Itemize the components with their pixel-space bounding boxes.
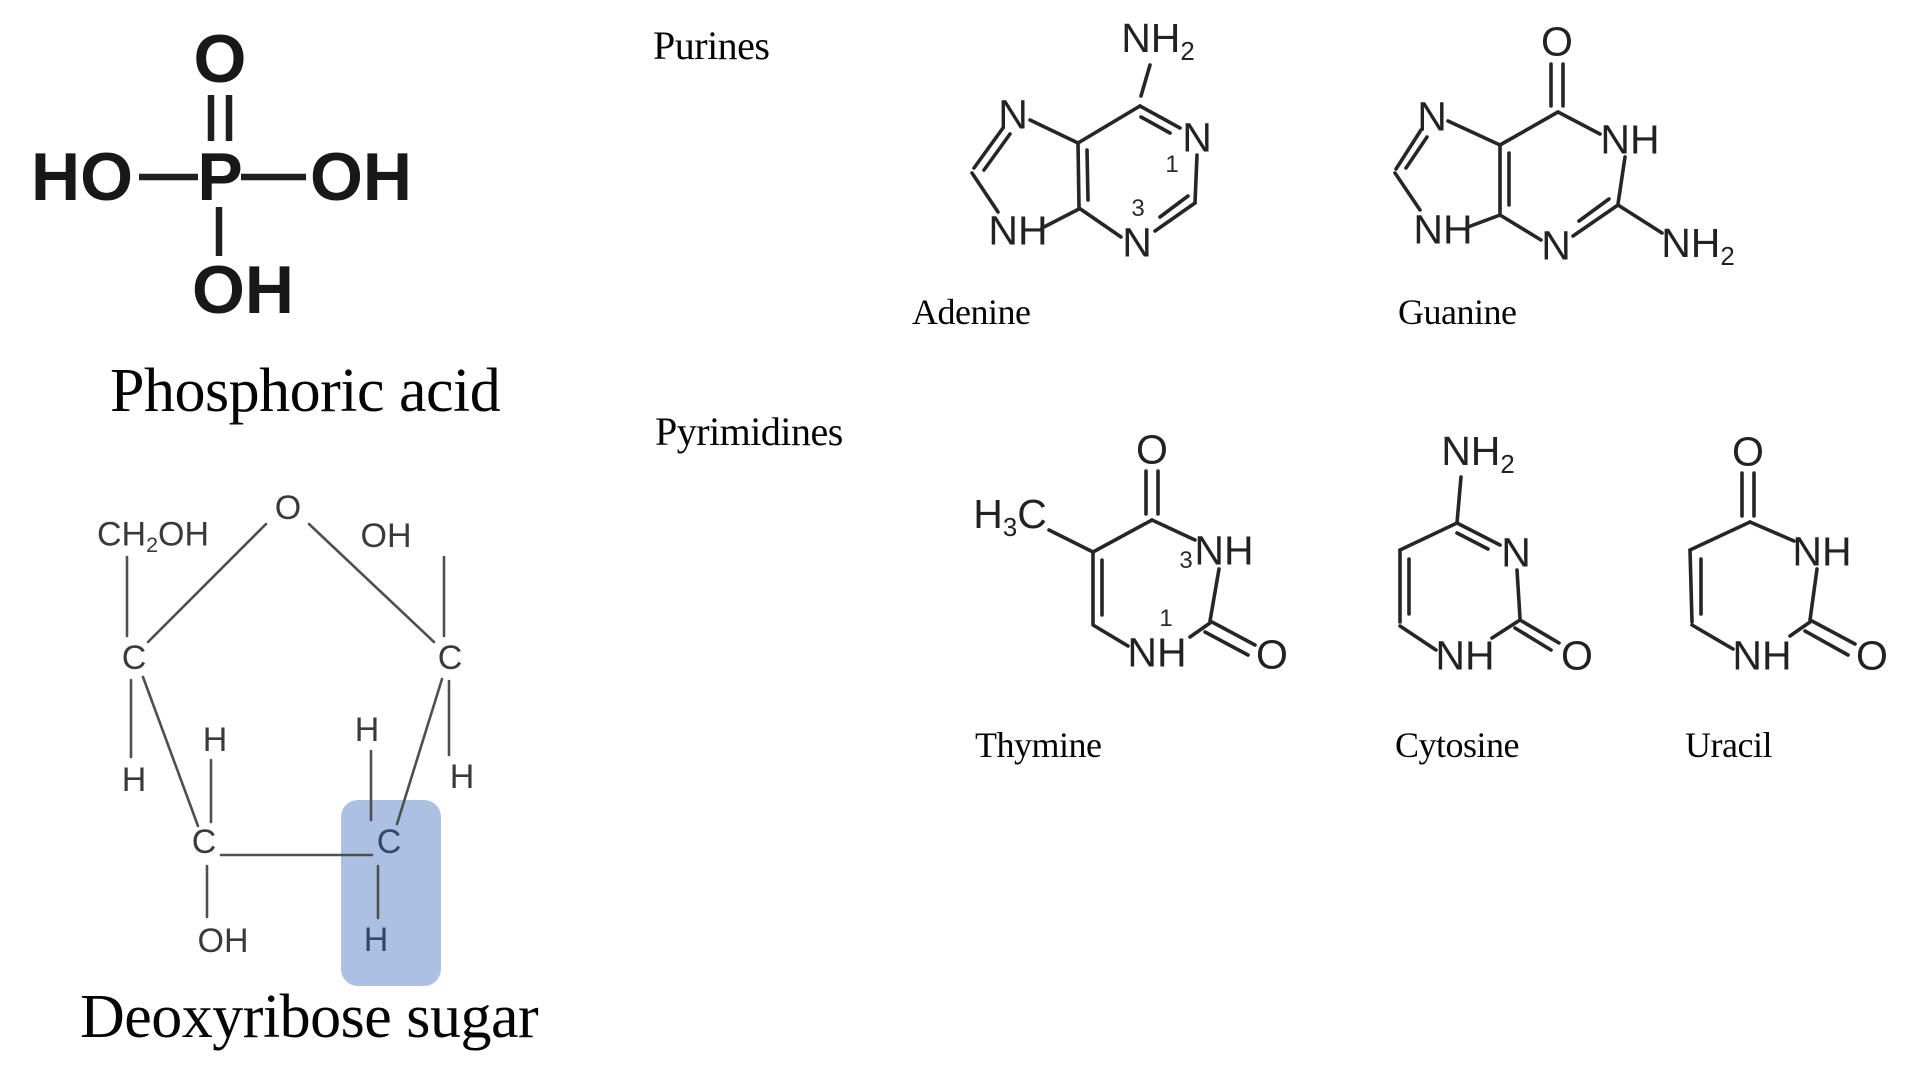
adenine-n9-label: NH [988, 207, 1048, 254]
thymine-n1-label: NH [1127, 629, 1187, 676]
deoxyribose-bonds [125, 522, 451, 920]
adenine-n1-number: 1 [1165, 151, 1179, 178]
guanine-o-label: O [1541, 18, 1573, 65]
guanine-nh2-label: NH2 [1661, 223, 1735, 271]
adenine-nh2-main: NH [1121, 15, 1181, 62]
guanine-nh2-main: NH [1661, 220, 1721, 267]
phosphoric-oh-right-label: OH [310, 139, 412, 215]
adenine-nh2-subscript: 2 [1180, 37, 1195, 66]
purines-heading: Purines [653, 23, 770, 68]
deoxyribose-oh-lower-label: OH [197, 922, 249, 960]
adenine-n7-label: N [998, 91, 1028, 138]
cytosine-n1-label: NH [1435, 632, 1495, 679]
uracil-n1-label: NH [1732, 632, 1792, 679]
cytosine-nh2-main: NH [1441, 428, 1501, 475]
adenine-n3-label: N [1122, 219, 1152, 266]
deoxyribose-c3-label: C [191, 823, 217, 861]
thymine-methyl-subscript: 3 [1002, 513, 1018, 542]
thymine-bonds [1047, 469, 1257, 657]
uracil-o-right-label: O [1856, 632, 1888, 679]
pyrimidines-heading: Pyrimidines [655, 409, 843, 454]
guanine-n9-label: NH [1413, 206, 1473, 253]
thymine-n3-number: 3 [1179, 547, 1193, 574]
deoxyribose-h-highlighted-label: H [363, 921, 389, 959]
cytosine-bonds [1398, 475, 1561, 652]
thymine-methyl-c: C [1017, 491, 1047, 538]
cytosine-name: Cytosine [1395, 725, 1520, 765]
phosphoric-o-top-label: O [193, 21, 247, 97]
deoxyribose-caption: Deoxyribose sugar [80, 983, 539, 1051]
thymine-o-top-label: O [1136, 426, 1168, 473]
deoxyribose-c1-label: C [437, 639, 463, 677]
thymine-name: Thymine [975, 725, 1102, 765]
guanine-name: Guanine [1398, 292, 1517, 332]
thymine-n3-label: NH [1194, 527, 1254, 574]
thymine-methyl-h: H [973, 491, 1003, 538]
ch2oh-main: CH [96, 515, 147, 554]
guanine-n7-label: N [1417, 93, 1447, 140]
cytosine-o-label: O [1561, 632, 1593, 679]
deoxyribose-h-outer-right-label: H [449, 758, 475, 796]
deoxyribose-h-inner-right-label: H [354, 711, 380, 749]
guanine-bonds [1393, 62, 1664, 242]
uracil-n3-label: NH [1792, 528, 1852, 575]
ch2oh-tail: OH [158, 515, 210, 554]
ch2oh-subscript: 2 [146, 533, 159, 557]
adenine-n3-number: 3 [1131, 195, 1145, 222]
deoxyribose-h-inner-left-label: H [202, 721, 228, 759]
phosphoric-oh-bottom-label: OH [192, 252, 294, 328]
cytosine-nh2-label: NH2 [1441, 431, 1515, 479]
adenine-bonds [970, 63, 1199, 239]
guanine-nh2-subscript: 2 [1720, 242, 1735, 271]
deoxyribose-oh-upper-label: OH [360, 517, 412, 555]
adenine-nh2-label: NH2 [1121, 18, 1195, 66]
deoxyribose-highlight-box [341, 800, 441, 986]
adenine-name: Adenine [912, 292, 1031, 332]
deoxyribose-c4-label: C [121, 639, 147, 677]
phosphoric-acid-caption: Phosphoric acid [110, 357, 501, 425]
uracil-name: Uracil [1685, 725, 1772, 765]
cytosine-n3-label: N [1501, 529, 1531, 576]
phosphoric-p-label: P [197, 139, 243, 215]
deoxyribose-c2-label: C [376, 823, 402, 861]
guanine-n1-label: NH [1600, 116, 1660, 163]
deoxyribose-h-outer-left-label: H [121, 761, 147, 799]
thymine-methyl-label: H3C [973, 494, 1047, 542]
phosphoric-acid-bonds [139, 95, 306, 256]
phosphoric-ho-left-label: HO [31, 139, 133, 215]
deoxyribose-ch2oh-label: CH2OH [97, 518, 209, 557]
uracil-o-top-label: O [1732, 428, 1764, 475]
deoxyribose-ring-o-label: O [274, 489, 302, 527]
cytosine-nh2-subscript: 2 [1500, 450, 1515, 479]
adenine-n1-label: N [1182, 114, 1212, 161]
uracil-bonds [1688, 471, 1857, 657]
guanine-n3-label: N [1541, 222, 1571, 269]
thymine-n1-number: 1 [1159, 605, 1173, 632]
thymine-o-right-label: O [1256, 631, 1288, 678]
